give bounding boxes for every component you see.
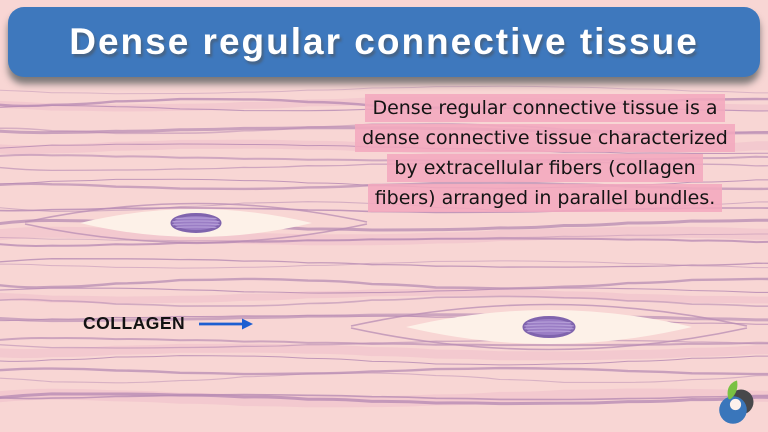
collagen-label-group: COLLAGEN (83, 313, 254, 334)
definition-line: dense connective tissue characterized (326, 123, 764, 153)
definition-line: by extracellular fibers (collagen (326, 153, 764, 183)
page-title: Dense regular connective tissue (69, 21, 699, 62)
biology-online-logo-icon (719, 380, 754, 424)
collagen-arrow-icon (199, 318, 254, 329)
definition-line: Dense regular connective tissue is a (326, 93, 764, 123)
logo-hole (729, 398, 742, 411)
definition-text-block: Dense regular connective tissue is a den… (326, 93, 764, 213)
arrow-head (242, 318, 254, 329)
collagen-label: COLLAGEN (83, 313, 186, 333)
logo-leaf (727, 380, 738, 400)
definition-line: fibers) arranged in parallel bundles. (326, 183, 764, 213)
title-banner: Dense regular connective tissue (8, 7, 760, 77)
